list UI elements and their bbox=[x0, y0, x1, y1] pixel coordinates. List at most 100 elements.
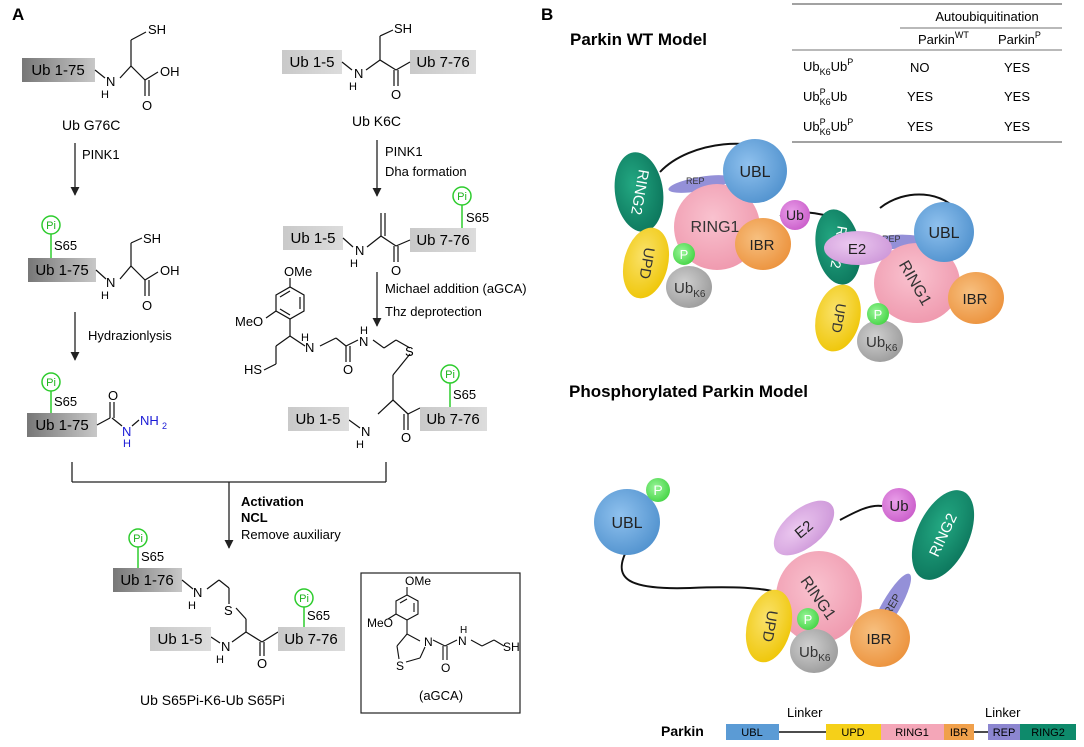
ub-block-right bbox=[278, 627, 345, 651]
upd-label: UPD bbox=[829, 302, 850, 334]
thiol-label: SH bbox=[394, 21, 412, 36]
ring1-domain bbox=[874, 243, 960, 323]
phosphate-icon bbox=[797, 608, 819, 630]
bar-segment-upd bbox=[826, 724, 881, 740]
ubl-label: UBL bbox=[611, 515, 642, 532]
thiol-label: HS bbox=[244, 362, 262, 377]
nitrogen-label: N bbox=[359, 334, 368, 349]
ub-1-76-label: Ub 1-76 bbox=[120, 572, 173, 589]
linker-label: Linker bbox=[787, 705, 823, 720]
pi-label: Pi bbox=[299, 593, 309, 605]
oxygen-label: O bbox=[391, 263, 401, 278]
phosphate-icon bbox=[673, 243, 695, 265]
e2-domain bbox=[773, 500, 835, 556]
rep-label: REP bbox=[882, 234, 901, 244]
e2-domain bbox=[824, 231, 892, 265]
panel-b-label: B bbox=[541, 5, 553, 24]
converging-bracket bbox=[71, 462, 387, 483]
bar-segment-rep bbox=[988, 724, 1020, 740]
ub-block-right bbox=[410, 50, 476, 74]
ibr-label: IBR bbox=[749, 237, 774, 254]
phospho-label: P bbox=[680, 247, 689, 262]
ub-label: Ub bbox=[889, 498, 908, 515]
oxygen-label: O bbox=[441, 661, 450, 675]
product-name: Ub S65Pi-K6-Ub S65Pi bbox=[140, 692, 285, 708]
s65-label: S65 bbox=[141, 549, 164, 564]
ubl-domain bbox=[723, 139, 787, 203]
col-parkin-wt: ParkinWT bbox=[918, 30, 969, 47]
phospho-parkin-complex: UBL P Ub REP RING2 RING1 E2 IBR UPD UbK6… bbox=[594, 478, 975, 673]
remove-auxiliary-label: Remove auxiliary bbox=[241, 527, 341, 542]
dha-ub-structure: Pi S65 Ub 1-5 Ub 7-76 N H O bbox=[283, 186, 489, 278]
pi-label: Pi bbox=[46, 377, 56, 389]
ub-label: Ub 1-75 bbox=[35, 262, 88, 279]
s65-label: S65 bbox=[307, 608, 330, 623]
upd-domain bbox=[622, 227, 670, 299]
ibr-label: IBR bbox=[866, 631, 891, 648]
ub-g76c-structure: Ub 1-75 N H SH OH O Ub G76C bbox=[22, 22, 180, 133]
row-1-wt-value: NO bbox=[910, 60, 930, 75]
nitrogen-label: N bbox=[354, 66, 363, 81]
ring2-domain bbox=[911, 490, 975, 580]
row-1-p-value: YES bbox=[1004, 60, 1030, 75]
ubl-domain bbox=[914, 202, 974, 262]
activation-step-label: Activation bbox=[241, 494, 304, 509]
hydrogen-label: H bbox=[356, 439, 364, 451]
amine-label: NH bbox=[140, 413, 159, 428]
ub-k6-domain bbox=[857, 320, 903, 362]
auxiliary-ub-structure: OMe MeO HS N H O N H S Pi S65 Ub 1-5 Ub … bbox=[235, 264, 487, 451]
hydrogen-label: H bbox=[350, 258, 358, 270]
ring2-domain bbox=[614, 152, 664, 232]
rep-label: REP bbox=[686, 176, 705, 186]
phospho-ub-1-75-structure: Pi S65 Ub 1-75 SH N H OH O bbox=[28, 215, 180, 313]
e2-label: E2 bbox=[848, 241, 866, 258]
table-header: Autoubiquitination bbox=[935, 9, 1038, 24]
ub-left-label: Ub 1-5 bbox=[295, 411, 340, 428]
bar-segment-ring1 bbox=[881, 724, 944, 740]
oxygen-label: O bbox=[401, 430, 411, 445]
methoxy-label: OMe bbox=[284, 264, 312, 279]
autoubiquitination-table: Autoubiquitination ParkinWT ParkinP UbK6… bbox=[792, 3, 1062, 143]
row-2-wt-value: YES bbox=[907, 89, 933, 104]
ub-block bbox=[28, 258, 96, 282]
ub-block-left bbox=[150, 627, 211, 651]
nitrogen-label: N bbox=[458, 634, 467, 648]
sulfur-label: S bbox=[224, 603, 233, 618]
phosphorylated-model-title: Phosphorylated Parkin Model bbox=[569, 382, 808, 401]
ub-k6-domain bbox=[666, 266, 712, 308]
segment-label: UPD bbox=[841, 727, 864, 739]
nitrogen-label: N bbox=[193, 585, 202, 600]
methoxy-label: MeO bbox=[235, 314, 263, 329]
sulfur-label: S bbox=[405, 344, 414, 359]
dha-step-label: Dha formation bbox=[385, 164, 467, 179]
ibr-label: IBR bbox=[962, 291, 987, 308]
hydroxyl-label: OH bbox=[160, 263, 180, 278]
linker-label: Linker bbox=[985, 705, 1021, 720]
upd-domain bbox=[745, 589, 793, 663]
segment-label: RING1 bbox=[895, 727, 929, 739]
ub-block-right bbox=[410, 228, 476, 252]
ub-domain bbox=[882, 488, 916, 522]
nitrogen-label: N bbox=[305, 340, 314, 355]
hydrogen-label: H bbox=[123, 438, 131, 450]
row-1-label: UbK6UbP bbox=[803, 57, 853, 77]
ub-right-label: Ub 7-76 bbox=[284, 631, 337, 648]
parkin-domain-bar: Parkin Linker Linker UBL UPD RING1 IBR R… bbox=[661, 705, 1076, 740]
upd-label: UPD bbox=[758, 609, 780, 643]
nitrogen-label: N bbox=[355, 243, 364, 258]
ub-right-label: Ub 7-76 bbox=[426, 411, 479, 428]
row-3-wt-value: YES bbox=[907, 119, 933, 134]
nitrogen-label: N bbox=[122, 424, 131, 439]
row-2-p-value: YES bbox=[1004, 89, 1030, 104]
nitrogen-label: N bbox=[106, 275, 115, 290]
ubl-label: UBL bbox=[928, 225, 959, 242]
ub-k6c-name: Ub K6C bbox=[352, 113, 401, 129]
hydrogen-label: H bbox=[349, 81, 357, 93]
nitrogen-label: N bbox=[361, 424, 370, 439]
panel-a-label: A bbox=[12, 5, 24, 24]
pink1-step-label: PINK1 bbox=[82, 147, 120, 162]
s65-label: S65 bbox=[54, 394, 77, 409]
thz-step-label: Thz deprotection bbox=[385, 304, 482, 319]
upd-domain bbox=[815, 284, 861, 352]
sulfur-label: S bbox=[396, 659, 404, 673]
